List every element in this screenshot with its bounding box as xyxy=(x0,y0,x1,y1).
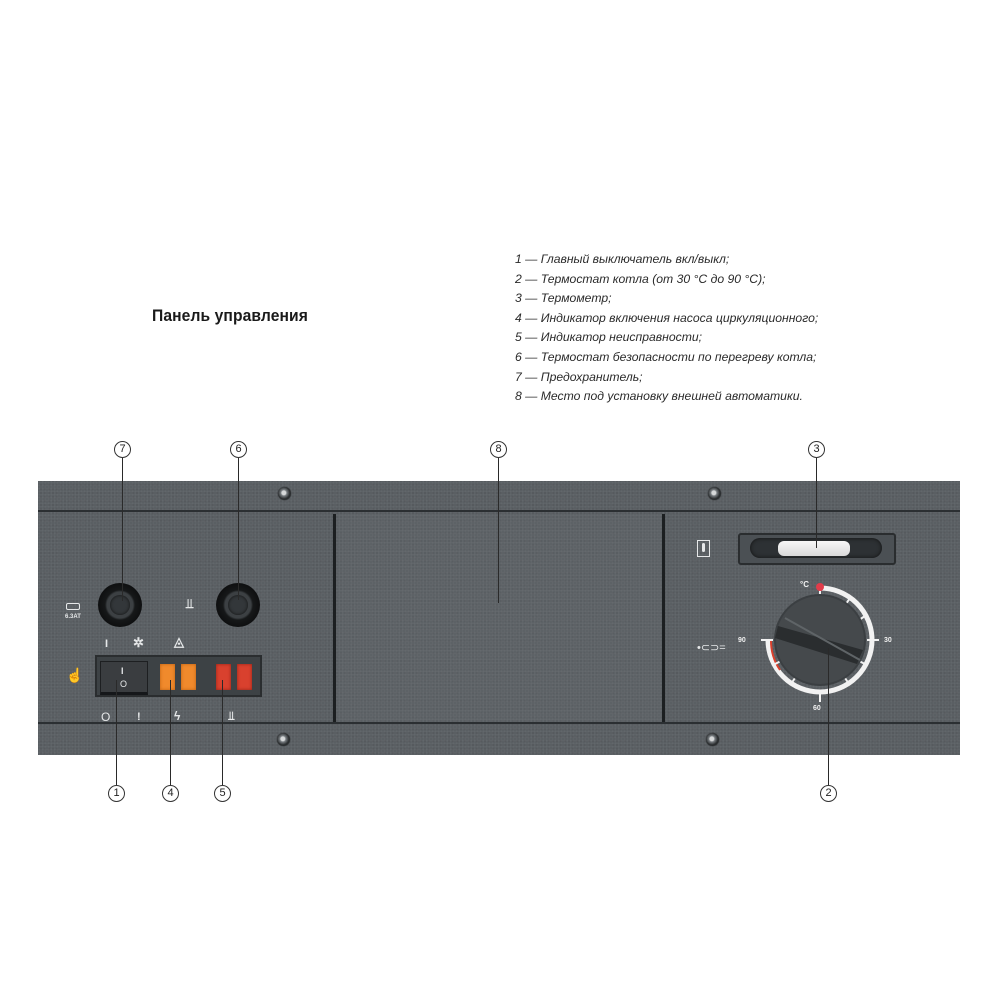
leader-line xyxy=(828,648,829,785)
switch-off-glyph: O xyxy=(120,679,128,689)
callout-1: 1 xyxy=(108,785,125,802)
fault-indicator-lamp xyxy=(237,664,252,690)
safety-thermostat-reset[interactable] xyxy=(216,583,260,627)
dial-unit-label: °C xyxy=(800,580,809,589)
fuse-rating: 6.3AT xyxy=(65,614,81,620)
panel-top-seam xyxy=(38,510,960,512)
thermometer-icon xyxy=(697,540,710,557)
fuse-icon xyxy=(66,603,80,610)
on-symbol: I xyxy=(105,638,109,650)
callout-8: 8 xyxy=(490,441,507,458)
warning-symbol: ! xyxy=(137,711,141,723)
legend-item: 4 — Индикатор включения насоса циркуляци… xyxy=(515,310,819,325)
callout-6: 6 xyxy=(230,441,247,458)
screw-icon xyxy=(708,487,721,500)
legend-item: 7 — Предохранитель; xyxy=(515,369,643,384)
legend-list: 1 — Главный выключатель вкл/выкл; 2 — Те… xyxy=(515,250,818,407)
lightning-icon: ϟ xyxy=(174,709,181,723)
overheat-icon: ⫫ xyxy=(228,709,235,723)
panel-divider xyxy=(662,514,665,722)
leader-line xyxy=(170,680,171,785)
boiler-water-icon: •⊂⊃= xyxy=(697,642,726,654)
dial-label-mid: 60 xyxy=(813,705,821,712)
leader-line xyxy=(498,458,499,603)
legend-item: 5 — Индикатор неисправности; xyxy=(515,330,703,345)
leader-line xyxy=(116,680,117,785)
automation-bay-cover xyxy=(337,514,662,722)
legend-item: 8 — Место под установку внешней автомати… xyxy=(515,389,803,404)
screw-icon xyxy=(278,487,291,500)
fuse-holder[interactable] xyxy=(98,583,142,627)
panel-bottom-seam xyxy=(38,722,960,724)
legend-item: 2 — Термостат котла (от 30 °C до 90 °C); xyxy=(515,271,766,286)
screw-icon xyxy=(277,733,290,746)
screw-icon xyxy=(706,733,719,746)
leader-line xyxy=(816,458,817,548)
pump-icon: ✲ xyxy=(133,635,144,650)
burner-icon: ◬ xyxy=(174,634,184,649)
leader-line xyxy=(238,458,239,600)
main-power-switch[interactable]: I O xyxy=(100,661,148,695)
legend-item: 6 — Термостат безопасности по перегреву … xyxy=(515,349,817,364)
leader-line xyxy=(222,680,223,785)
callout-4: 4 xyxy=(162,785,179,802)
panel-divider xyxy=(333,514,336,722)
thermometer-icon-bulb xyxy=(702,543,705,552)
thermometer-gauge xyxy=(778,541,850,556)
callout-5: 5 xyxy=(214,785,231,802)
pump-indicator-lamp xyxy=(181,664,196,690)
leader-line xyxy=(122,458,123,601)
legend-item: 3 — Термометр; xyxy=(515,291,612,306)
overheat-icon: ⫫ xyxy=(186,596,194,611)
page-title: Панель управления xyxy=(152,306,308,325)
off-symbol: O xyxy=(101,710,111,724)
callout-3: 3 xyxy=(808,441,825,458)
switch-on-glyph: I xyxy=(121,666,124,676)
fault-indicator-lamp xyxy=(216,664,231,690)
legend-item: 1 — Главный выключатель вкл/выкл; xyxy=(515,252,730,266)
pump-indicator-lamp xyxy=(160,664,175,690)
thermostat-dial[interactable] xyxy=(745,578,895,718)
dial-label-max: 90 xyxy=(738,637,746,644)
manual-hand-icon: ☝ xyxy=(66,667,84,683)
dial-label-min: 30 xyxy=(884,637,892,644)
callout-2: 2 xyxy=(820,785,837,802)
callout-7: 7 xyxy=(114,441,131,458)
